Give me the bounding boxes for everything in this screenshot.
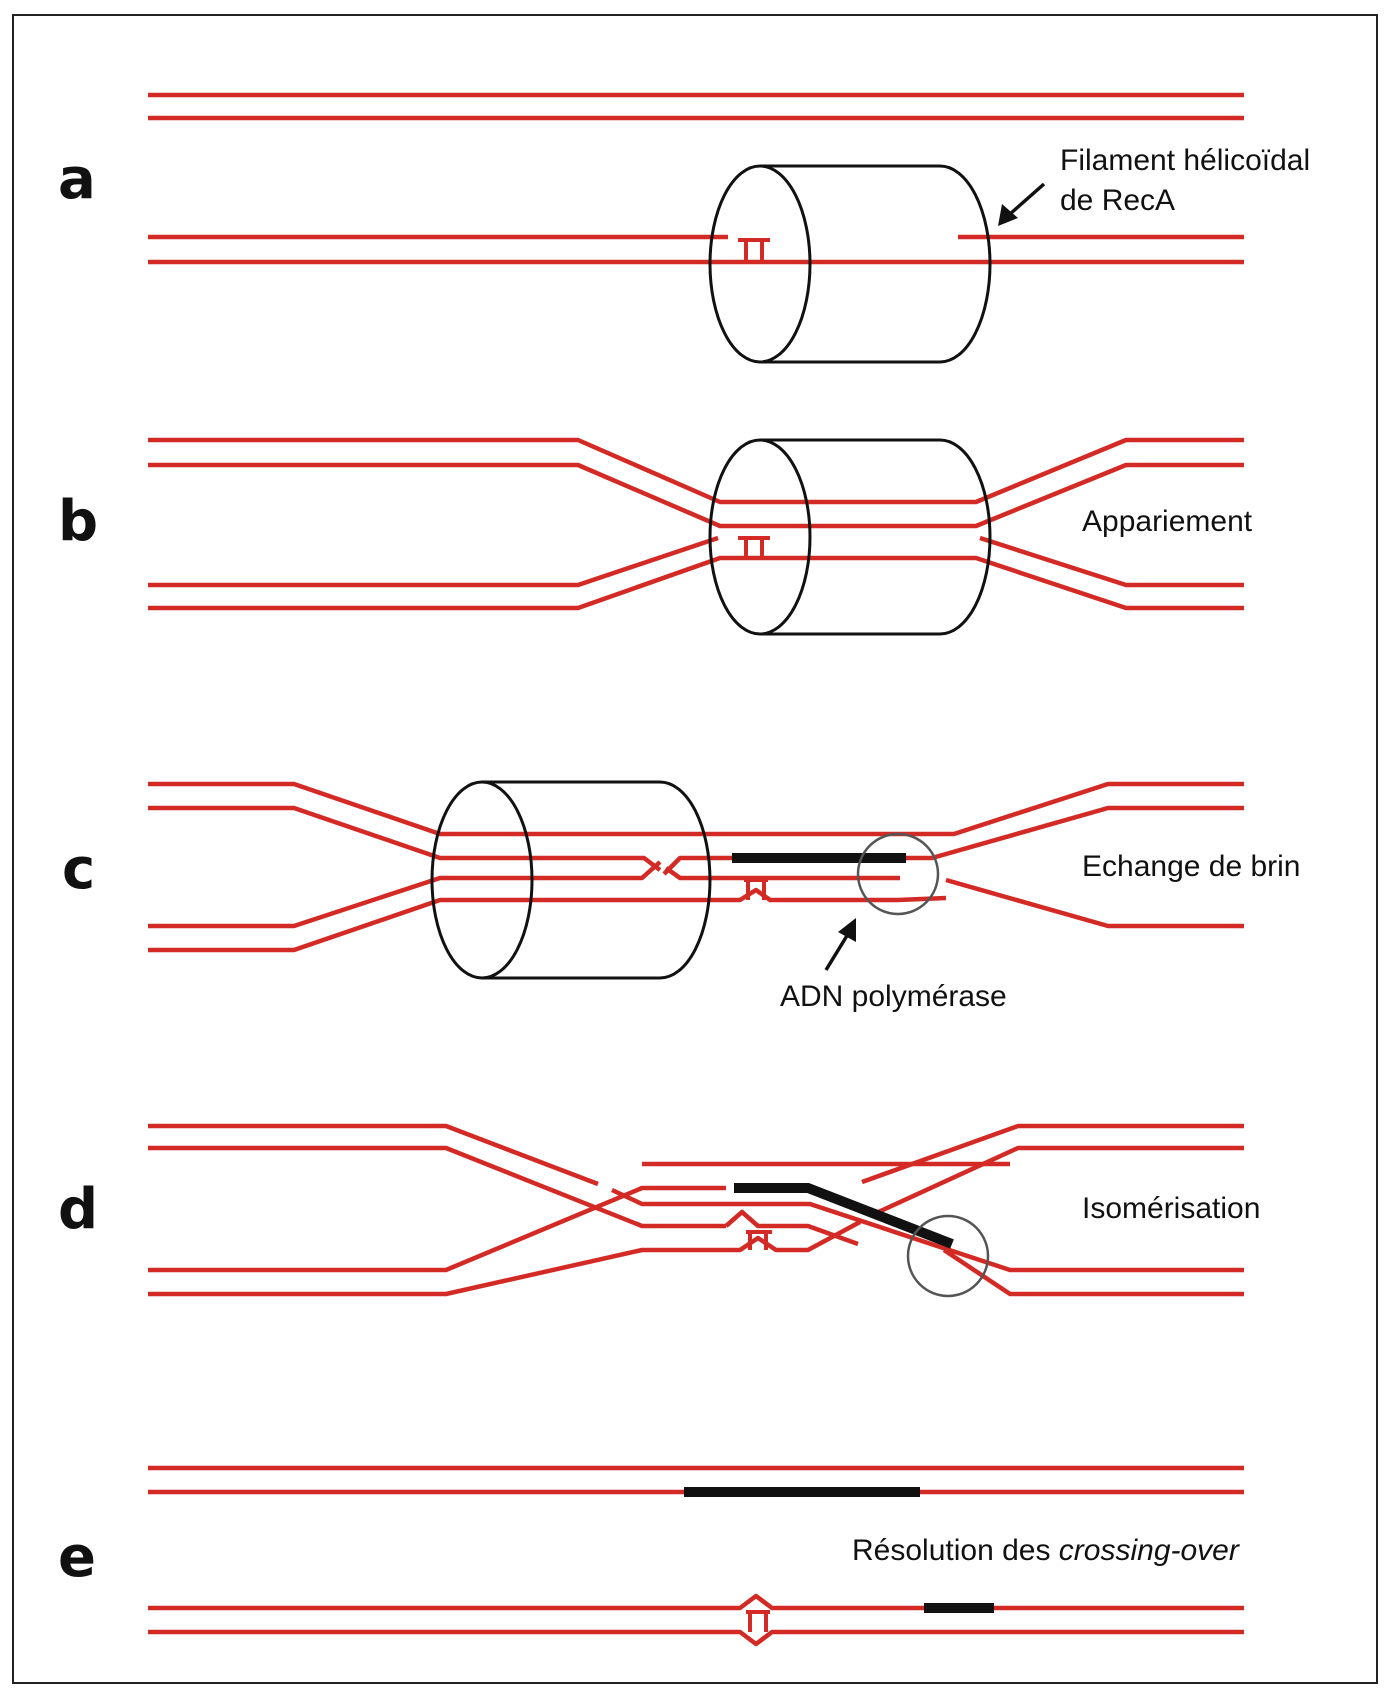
step-b-dimer-lesion xyxy=(738,536,770,558)
step-e-duplex-1 xyxy=(148,1465,1244,1497)
step-c-gapped-duplex xyxy=(148,860,1244,953)
step-d-new-strand xyxy=(734,1183,954,1249)
step-e-label-italic: crossing-over xyxy=(1059,1534,1240,1567)
step-c-annotation: ADN polymérase xyxy=(780,980,1007,1013)
step-b-donor-duplex xyxy=(148,437,1244,529)
step-c-dimer-lesion xyxy=(744,878,768,900)
step-letter-c: c xyxy=(62,837,95,902)
step-d: d Isomérisation xyxy=(58,1123,1260,1298)
step-d-dimer-lesion xyxy=(746,1230,772,1250)
step-c-label: Echange de brin xyxy=(1082,850,1301,883)
step-b: b Appariement xyxy=(58,437,1253,636)
step-e: e Résolution des crossing-over xyxy=(58,1465,1244,1647)
step-letter-a: a xyxy=(58,147,96,212)
step-a-recA-filament xyxy=(708,164,992,364)
step-letter-e: e xyxy=(58,1525,96,1590)
step-e-label-prefix: Résolution des xyxy=(852,1534,1059,1567)
step-letter-b: b xyxy=(58,489,98,554)
step-c-dna-polymerase xyxy=(856,832,940,916)
step-b-gapped-duplex xyxy=(148,535,1244,611)
step-e-duplex-2 xyxy=(148,1593,1244,1647)
step-d-dna-polymerase xyxy=(906,1214,990,1298)
step-letter-d: d xyxy=(58,1177,98,1242)
step-c: c Echang xyxy=(62,780,1301,1013)
step-c-polymerase-arrow xyxy=(824,918,856,971)
step-a-dimer-lesion xyxy=(738,238,770,262)
step-e-dimer-lesion xyxy=(746,1610,770,1632)
step-a-arrow xyxy=(998,182,1046,226)
step-a-label-line1: Filament hélicoïdal xyxy=(1060,144,1310,177)
step-a-gapped-duplex xyxy=(148,234,1244,265)
step-a-label-line2: de RecA xyxy=(1060,184,1175,217)
figure-frame xyxy=(12,14,1378,1684)
step-d-strand-paths xyxy=(148,1123,1244,1297)
step-a: a Filament hélicoïdal xyxy=(58,92,1310,364)
step-d-label: Isomérisation xyxy=(1082,1192,1260,1225)
step-b-label: Appariement xyxy=(1082,505,1253,538)
step-a-donor-duplex xyxy=(148,92,1244,121)
step-e-label: Résolution des crossing-over xyxy=(852,1534,1240,1567)
step-c-donor-duplex xyxy=(148,781,1244,876)
step-c-recA-filament xyxy=(430,780,712,980)
step-b-recA-filament xyxy=(708,438,992,636)
